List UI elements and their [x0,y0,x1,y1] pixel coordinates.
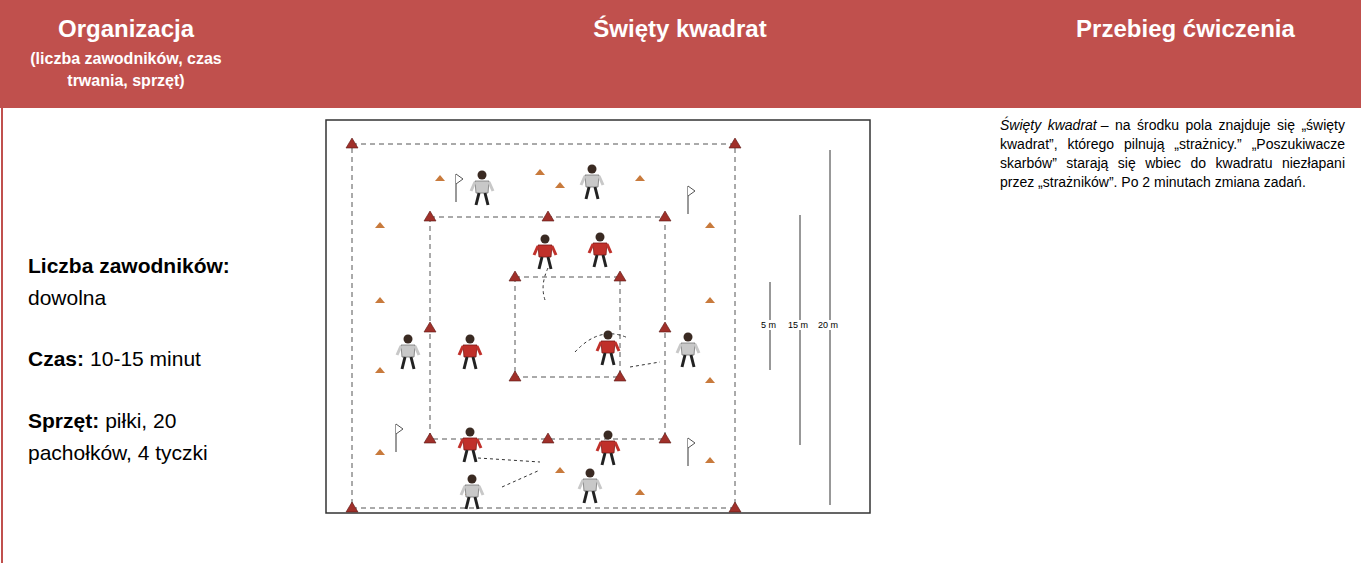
field-value: 10-15 minut [90,347,201,370]
dimension-label: 20 m [817,320,839,330]
player [471,171,493,206]
player [597,431,619,466]
player [459,335,481,370]
player [597,331,619,366]
small-cone [435,175,445,181]
player [581,165,603,200]
cone [424,211,436,221]
cone [729,138,741,148]
info-block: Liczba zawodników: dowolna [28,250,243,314]
small-cone [635,175,645,181]
small-cone [635,489,645,495]
cone [346,138,358,148]
cone [659,433,671,443]
player [397,335,419,370]
header-subtitle: (liczba zawodników, czas trwania, sprzęt… [14,48,238,92]
small-cone [375,449,385,455]
small-cone [705,297,715,303]
holy-square [515,277,620,377]
cone [542,211,554,221]
cone [729,502,741,512]
cone [509,271,521,281]
small-cone [705,377,715,383]
header-title: Przebieg ćwiczenia [1024,14,1347,44]
info-block: Sprzęt:piłki, 20 pachołków, 4 tyczki [28,405,243,469]
small-cone [555,182,565,188]
middle-square [430,217,665,439]
player [677,333,699,368]
field-name: Czas: [28,347,84,370]
small-cone [705,457,715,463]
field-name: Sprzęt: [28,409,99,432]
small-cone [375,297,385,303]
column-rule [1,108,3,563]
player [534,235,556,270]
header-cell: Organizacja (liczba zawodników, czas trwa… [0,14,252,92]
header-title: Organizacja [14,14,238,44]
pole-flag [688,186,695,196]
player [579,469,601,504]
small-cone [375,222,385,228]
small-cone [375,367,385,373]
description-term: Święty kwadrat [1000,117,1097,133]
outer-square [352,144,735,508]
cone [659,322,671,332]
cone [614,371,626,381]
poles [396,174,695,466]
cone [614,271,626,281]
header-cell: Przebieg ćwiczenia [1010,14,1361,44]
cone [542,433,554,443]
description: Święty kwadrat– na środku pola znajduje … [1000,116,1345,192]
dimension-label: 15 m [787,320,809,330]
cone [346,502,358,512]
cone [424,322,436,332]
pole-flag [456,174,463,184]
image-frame [326,120,870,513]
header-title: Święty kwadrat [494,14,866,44]
player [589,233,611,268]
small-cone [555,467,565,473]
player [461,475,483,510]
pole-flag [688,438,695,448]
header-cell: Święty kwadrat [480,14,880,44]
cone [509,371,521,381]
field-name: Liczba zawodników: [28,254,230,277]
field-value: dowolna [28,286,106,309]
small-cone [535,169,545,175]
cone [659,211,671,221]
players [397,165,699,510]
small-cone [705,222,715,228]
pole-flag [396,424,403,434]
dimension-label: 5 m [760,320,777,330]
cone [424,433,436,443]
cones [346,138,741,512]
player [459,428,481,463]
movement-arrows [478,268,660,487]
info-block: Czas: 10-15 minut [28,343,243,375]
